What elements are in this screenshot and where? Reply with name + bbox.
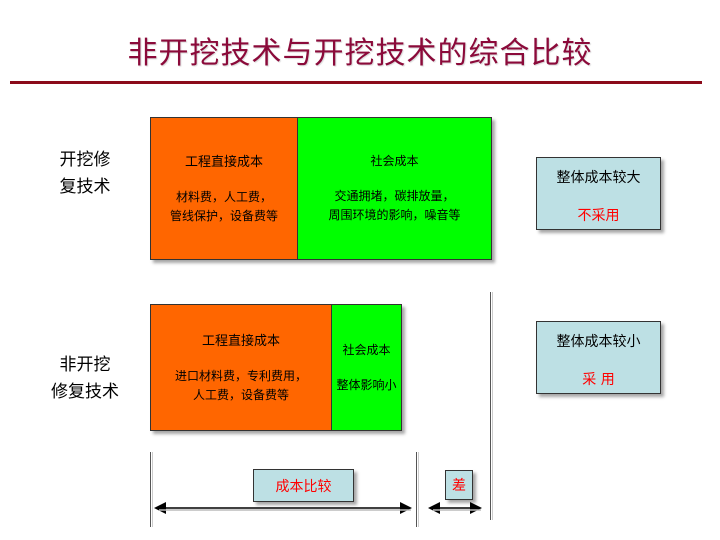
- result-summary: 整体成本较大: [556, 170, 641, 186]
- trenchless-cost-box: 工程直接成本 进口材料费，专利费用， 人工费，设备费等 社会成本 整体影响小: [150, 304, 402, 431]
- compare-mid-boundary: [416, 452, 417, 527]
- detail-line: 人工费，设备费等: [192, 388, 289, 402]
- open-cut-label: 开挖修 复技术: [40, 147, 130, 201]
- direct-cost-cell: 工程直接成本 进口材料费，专利费用， 人工费，设备费等: [151, 305, 332, 430]
- result-decision: 采 用: [582, 372, 615, 388]
- cost-compare-tag: 成本比较: [253, 469, 354, 502]
- open-cut-cost-box: 工程直接成本 材料费，人工费， 管线保护，设备费等 社会成本 交通拥堵，碳排放量…: [150, 117, 492, 260]
- difference-tag: 差: [445, 470, 473, 500]
- social-cost-heading: 社会成本: [370, 154, 419, 168]
- social-cost-cell: 社会成本 交通拥堵，碳排放量， 周围环境的影响，噪音等: [298, 118, 491, 259]
- label-line: 修复技术: [51, 382, 119, 402]
- trenchless-result-box: 整体成本较小 采 用: [536, 321, 661, 394]
- title-divider: [10, 81, 702, 84]
- direct-cost-detail: 进口材料费，专利费用， 人工费，设备费等: [175, 367, 307, 405]
- detail-line: 交通拥堵，碳排放量，: [334, 189, 455, 203]
- label-line: 开挖修: [59, 150, 111, 170]
- compare-right-boundary: [490, 292, 491, 520]
- label-line: 非开挖: [59, 355, 111, 375]
- direct-cost-cell: 工程直接成本 材料费，人工费， 管线保护，设备费等: [151, 118, 298, 259]
- direct-cost-detail: 材料费，人工费， 管线保护，设备费等: [170, 188, 278, 226]
- page-title: 非开挖技术与开挖技术的综合比较: [127, 36, 593, 71]
- trenchless-label: 非开挖 修复技术: [35, 352, 135, 406]
- result-decision: 不采用: [577, 208, 620, 224]
- double-arrow-icon: [154, 502, 482, 514]
- social-cost-detail: 整体影响小: [336, 377, 397, 392]
- compare-left-boundary: [150, 452, 151, 527]
- label-line: 复技术: [59, 177, 111, 197]
- social-cost-cell: 社会成本 整体影响小: [332, 305, 401, 430]
- detail-line: 周围环境的影响，噪音等: [328, 208, 461, 222]
- result-summary: 整体成本较小: [556, 334, 641, 350]
- social-cost-detail: 交通拥堵，碳排放量， 周围环境的影响，噪音等: [328, 187, 460, 225]
- detail-line: 进口材料费，专利费用，: [174, 369, 307, 383]
- direct-cost-heading: 工程直接成本: [201, 334, 280, 349]
- social-cost-heading: 社会成本: [342, 342, 391, 357]
- open-cut-result-box: 整体成本较大 不采用: [536, 157, 661, 230]
- detail-line: 材料费，人工费，: [175, 190, 272, 204]
- direct-cost-heading: 工程直接成本: [184, 155, 263, 170]
- detail-line: 管线保护，设备费等: [169, 209, 278, 223]
